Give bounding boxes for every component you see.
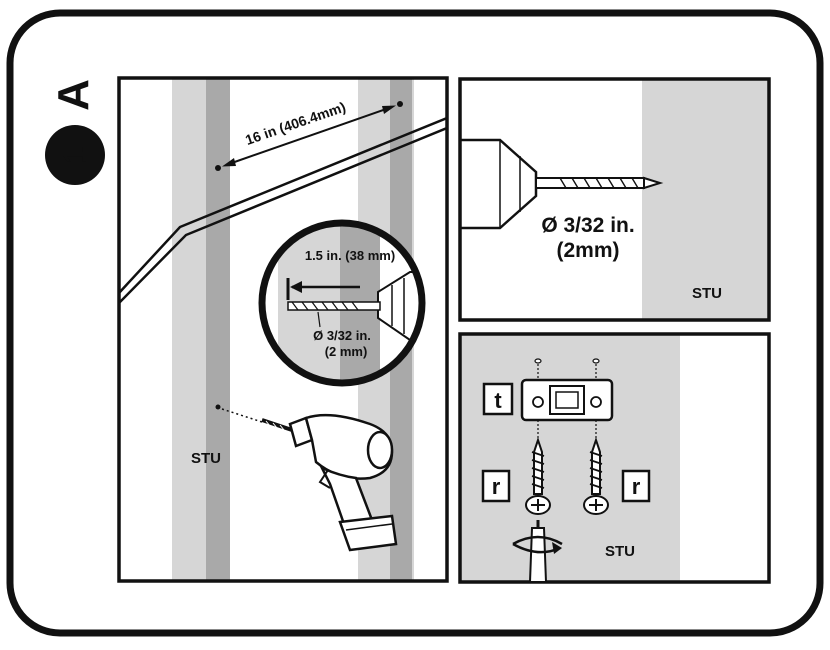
stud-label-top-right: STU [692,285,722,302]
drill-bit-icon [535,176,664,190]
drill-depth-detail: 1.5 in. (38 mm) Ø 3/32 in. (2 mm) [258,219,426,387]
pilot-hole-marks [534,358,600,380]
drill-depth-label: 1.5 in. (38 mm) [305,248,395,263]
stud-region-bottom [680,334,769,582]
screw-icon-right [583,436,609,515]
step-letter: A [49,79,98,111]
bracket-callout: t [494,388,502,413]
screw-callout-right-box [621,469,651,503]
bit-diameter-label: Ø 3/32 in. [313,328,371,343]
screwdriver-icon [512,520,563,583]
panel-bottom-right: t r r STU [458,332,771,584]
stud-left-center [206,78,230,581]
bit-diameter-label-large-2: (2mm) [556,239,619,262]
screw-callout-left-box [481,469,511,503]
panel-top-right-border [458,77,771,322]
step-badge: 1 A [45,79,105,185]
pilot-hole-mark [215,404,221,410]
panel-left-border [117,76,449,583]
screw-callout-right: r [632,474,641,499]
bit-diameter-label-large: Ø 3/32 in. [541,214,634,237]
power-drill-icon [261,413,398,552]
pilot-hole-guide [221,408,263,423]
stud-region [642,79,769,320]
panel-top-right: Ø 3/32 in. (2mm) STU [458,77,771,322]
stud-label-left: STU [191,450,221,467]
panel-bottom-right-border [458,332,771,584]
screw-callout-left: r [492,474,501,499]
step-number-circle [45,125,105,185]
screw-icon-left [525,436,551,515]
wall-edge-line [119,116,447,294]
step-number: 1 [57,146,93,164]
mounting-bracket-icon [520,378,614,422]
rotation-arrow-icon [552,542,562,554]
bracket-callout-box [482,382,514,416]
wall-edge-line-2 [119,126,447,304]
bit-diameter-label-2: (2 mm) [325,344,368,359]
stud-label-bottom-right: STU [605,543,635,560]
detail-circle-border [258,219,426,387]
panel-left: 16 in (406.4mm) [117,76,449,583]
